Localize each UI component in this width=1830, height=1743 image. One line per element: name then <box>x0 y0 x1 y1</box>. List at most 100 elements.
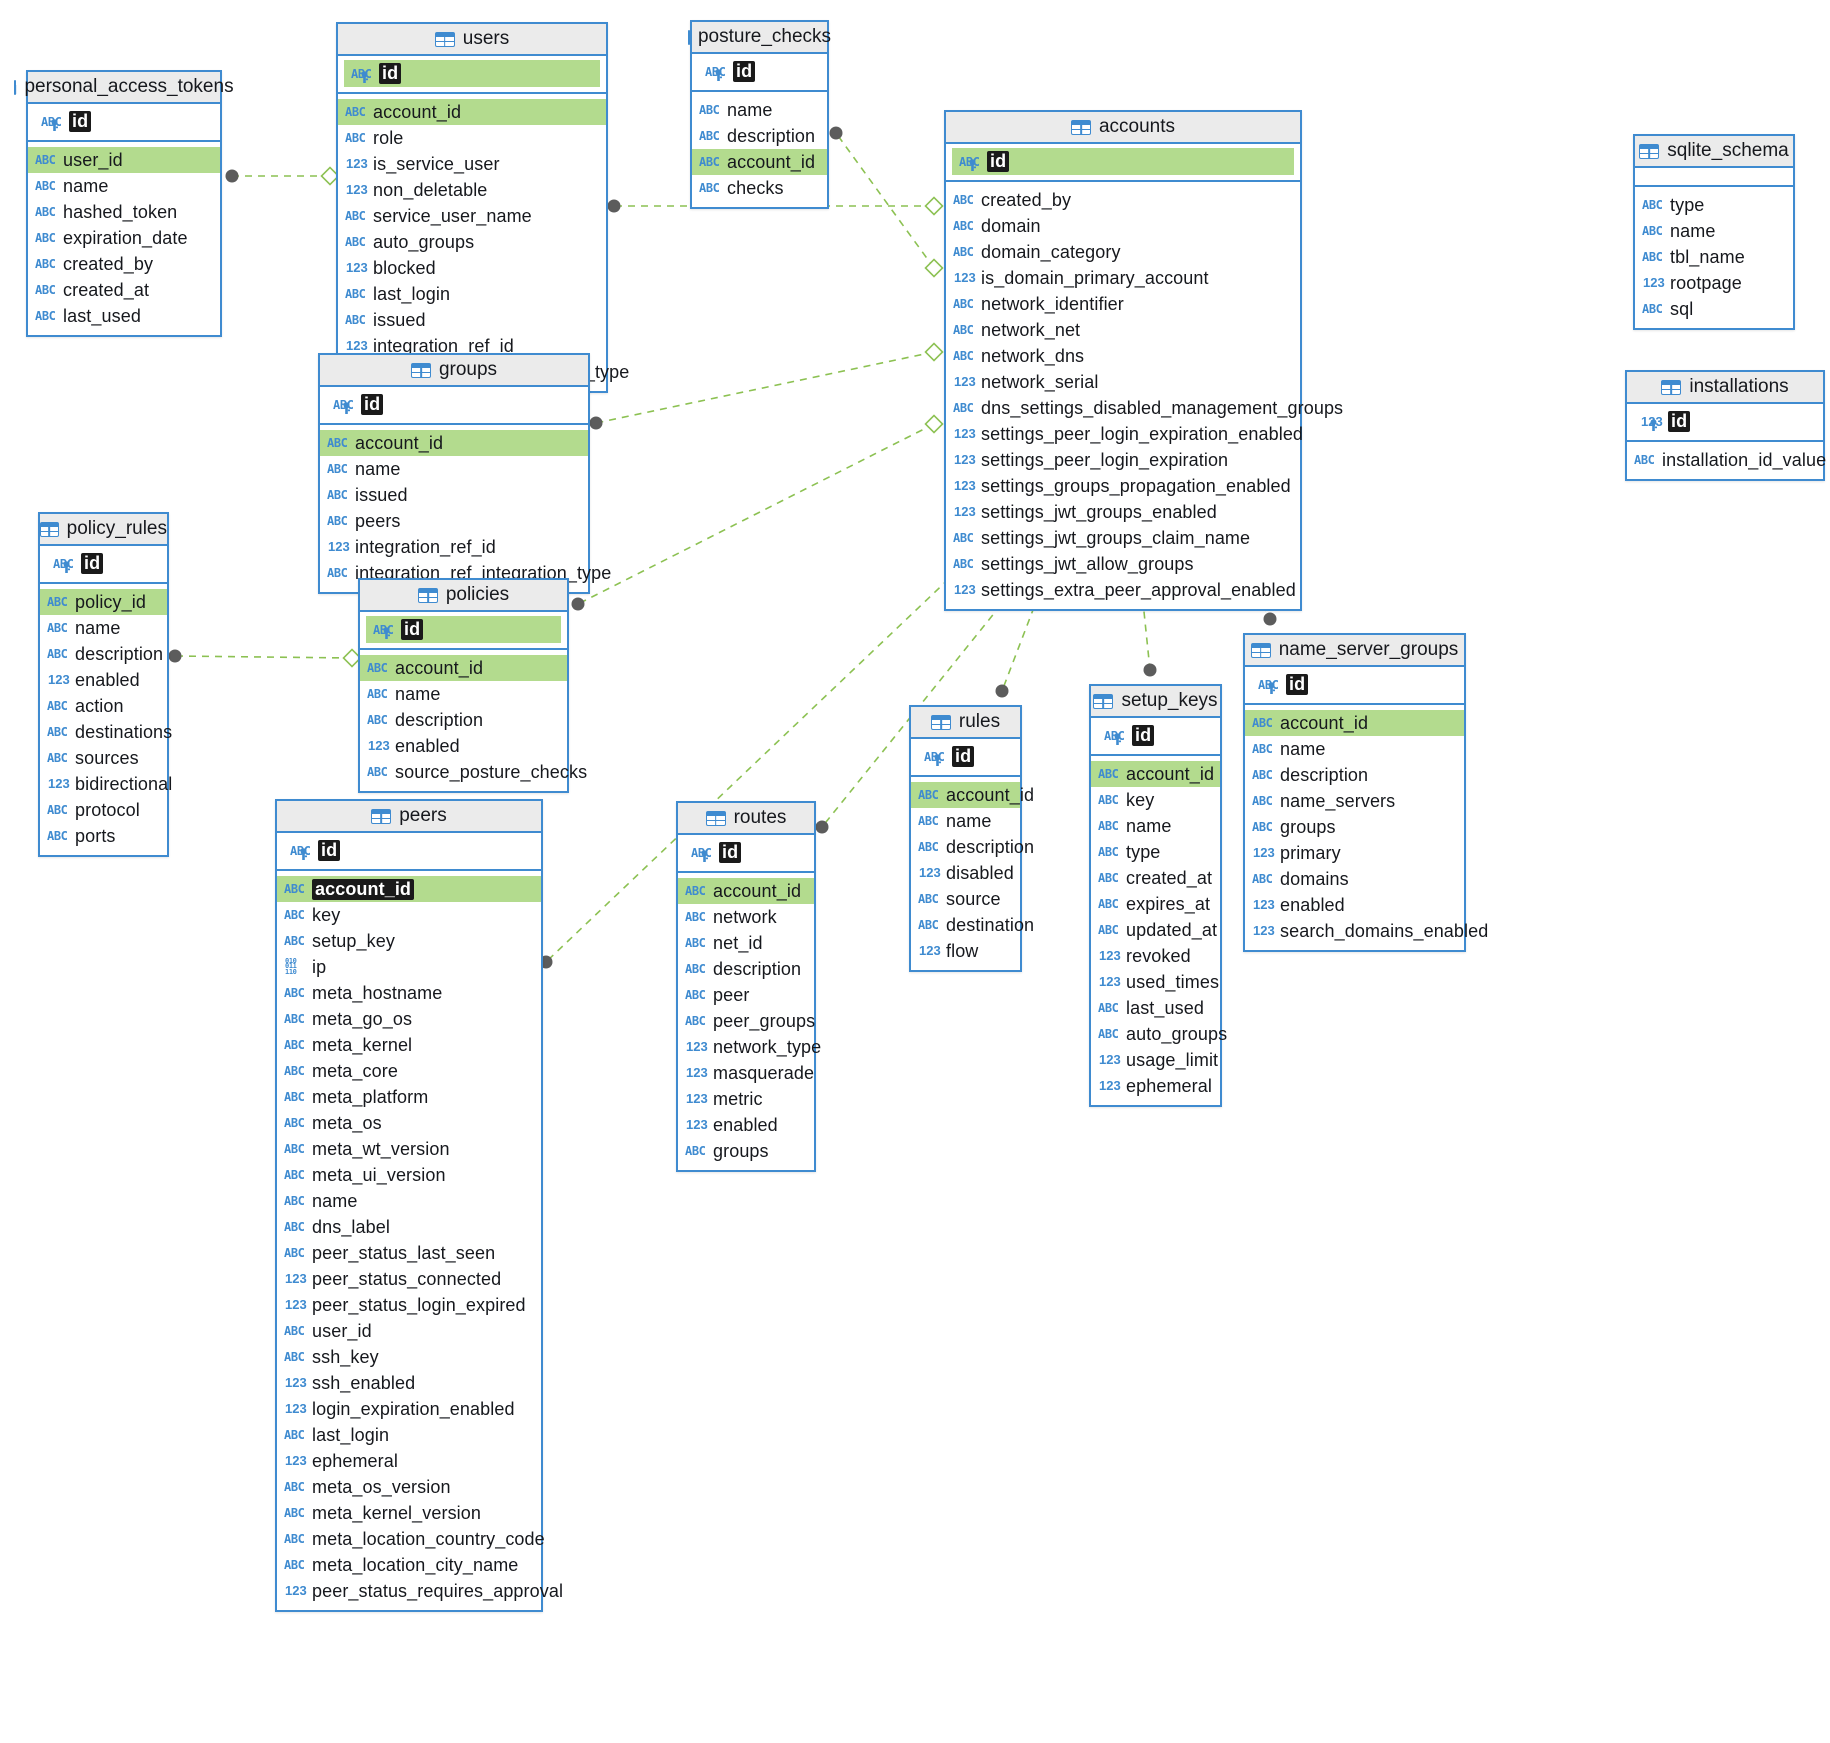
table-installations[interactable]: installations123idABCinstallation_id_val… <box>1625 370 1826 481</box>
table-header-personal_access_tokens[interactable]: personal_access_tokens <box>14 72 234 104</box>
table-header-peers[interactable]: peers <box>277 801 541 833</box>
table-header-name_server_groups[interactable]: name_server_groups <box>1245 635 1464 667</box>
table-header-rules[interactable]: rules <box>911 707 1020 739</box>
table-header-installations[interactable]: installations <box>1627 372 1823 404</box>
table-header-policies[interactable]: policies <box>360 580 567 612</box>
table-header-users[interactable]: users <box>338 24 606 56</box>
